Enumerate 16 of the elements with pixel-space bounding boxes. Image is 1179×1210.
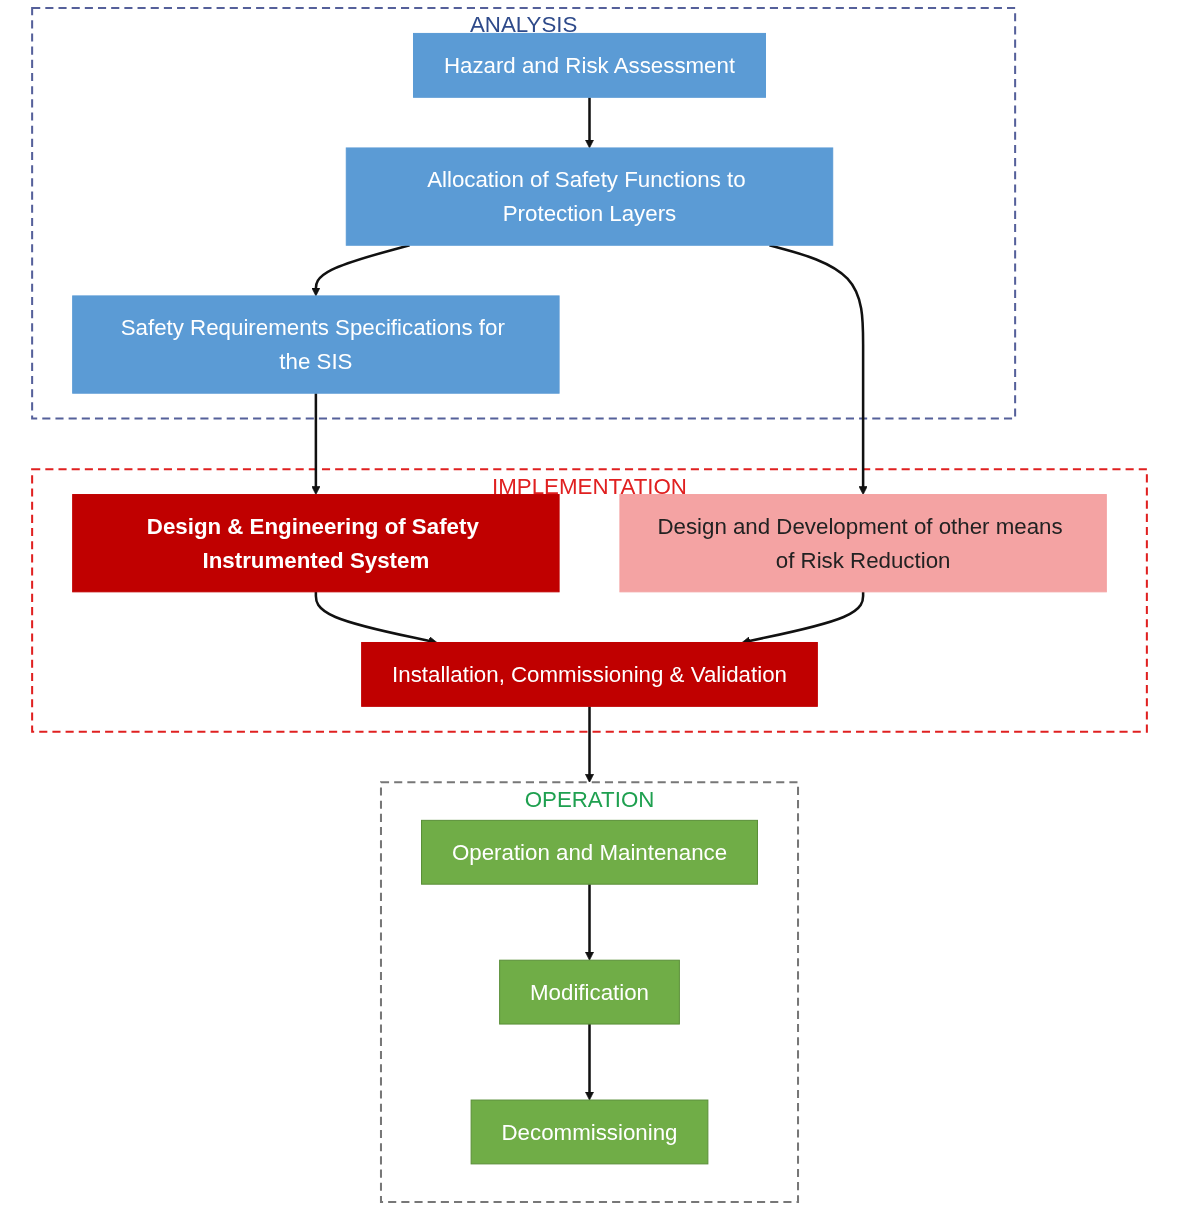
node-box: Operation and Maintenance [421, 819, 758, 885]
node-box: Hazard and Risk Assessment [413, 32, 766, 98]
node-box: Allocation of Safety Functions to Protection Layers [345, 147, 834, 246]
arrow [585, 706, 594, 783]
arrow [585, 97, 594, 149]
arrow [311, 244, 410, 297]
node-box: Decommissioning [470, 1099, 709, 1165]
arrow [769, 244, 868, 495]
node-box: Installation, Commissioning & Validation [361, 642, 818, 707]
node-box: Modification [499, 959, 680, 1025]
node-box: Design & Engineering of Safety Instrumented System [72, 494, 560, 593]
node-box: Design and Development of other means of Risk Reduction [619, 494, 1107, 593]
arrow [311, 393, 321, 495]
arrow [585, 1024, 594, 1101]
node-box: Safety Requirements Specifications for the SIS [72, 295, 560, 394]
arrow [585, 884, 594, 961]
